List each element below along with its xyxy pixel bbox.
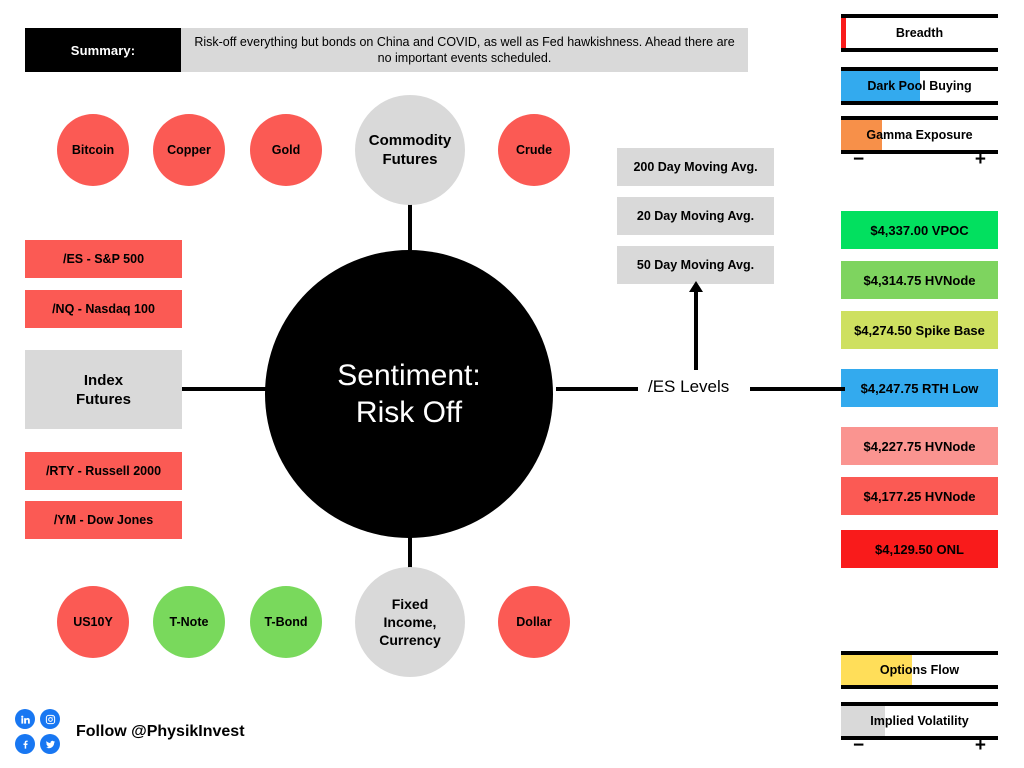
index-future-es-s-p-500: /ES - S&P 500 bbox=[25, 240, 182, 278]
level-chip-4-227-75-hvnode: $4,227.75 HVNode bbox=[841, 427, 998, 465]
hub-commodity-line2: Futures bbox=[382, 151, 438, 168]
gauge-polarity-scale: −+ bbox=[841, 149, 998, 171]
minus-icon: − bbox=[853, 149, 865, 170]
connector-es-levels-to-moving-averages bbox=[694, 290, 698, 370]
hub-fixed-income-currency: Fixed Income, Currency bbox=[355, 567, 465, 677]
gauge-fill-dark-pool-buying bbox=[841, 71, 920, 101]
gauge-gamma-exposure[interactable]: Gamma Exposure bbox=[841, 116, 998, 154]
gauge-dark-pool-buying[interactable]: Dark Pool Buying bbox=[841, 67, 998, 105]
hub-index-line2: Futures bbox=[75, 390, 131, 408]
level-chip-4-177-25-hvnode: $4,177.25 HVNode bbox=[841, 477, 998, 515]
summary-text: Risk-off everything but bonds on China a… bbox=[181, 28, 748, 72]
asset-bubble-gold: Gold bbox=[250, 114, 322, 186]
hub-commodity-futures: Commodity Futures bbox=[355, 95, 465, 205]
connector-center-to-es-levels bbox=[556, 387, 638, 391]
social-links[interactable] bbox=[15, 709, 61, 755]
summary-bar: Summary: Risk-off everything but bonds o… bbox=[25, 28, 748, 72]
plus-icon: + bbox=[974, 149, 986, 170]
gauge-label-gamma-exposure: Gamma Exposure bbox=[866, 128, 973, 142]
facebook-icon[interactable] bbox=[15, 734, 35, 754]
summary-label: Summary: bbox=[25, 28, 181, 72]
level-chip-4-274-50-spike-base: $4,274.50 Spike Base bbox=[841, 311, 998, 349]
gauge-implied-volatility[interactable]: Implied Volatility bbox=[841, 702, 998, 740]
asset-bubble-crude: Crude bbox=[498, 114, 570, 186]
moving-average-200-day-moving-avg: 200 Day Moving Avg. bbox=[617, 148, 774, 186]
es-levels-label: /ES Levels bbox=[648, 377, 730, 396]
sentiment-center-node: Sentiment: Risk Off bbox=[265, 250, 553, 538]
sentiment-value: Risk Off bbox=[355, 396, 463, 429]
gauge-polarity-scale: −+ bbox=[841, 735, 998, 757]
gauge-fill-gamma-exposure bbox=[841, 120, 882, 150]
linkedin-icon[interactable] bbox=[15, 709, 35, 729]
instagram-icon[interactable] bbox=[40, 709, 60, 729]
gauge-fill-options-flow bbox=[841, 655, 912, 685]
index-future-nq-nasdaq-100: /NQ - Nasdaq 100 bbox=[25, 290, 182, 328]
sentiment-title: Sentiment: bbox=[337, 359, 481, 392]
asset-bubble-t-bond: T-Bond bbox=[250, 586, 322, 658]
gauge-breadth[interactable]: Breadth bbox=[841, 14, 998, 52]
asset-bubble-us10y: US10Y bbox=[57, 586, 129, 658]
asset-bubble-dollar: Dollar bbox=[498, 586, 570, 658]
twitter-icon[interactable] bbox=[40, 734, 60, 754]
hub-index-line1: Index bbox=[83, 371, 124, 389]
moving-average-20-day-moving-avg: 20 Day Moving Avg. bbox=[617, 197, 774, 235]
gauge-label-options-flow: Options Flow bbox=[879, 663, 960, 677]
follow-handle: Follow @PhysikInvest bbox=[76, 723, 245, 740]
index-future-rty-russell-2000: /RTY - Russell 2000 bbox=[25, 452, 182, 490]
plus-icon: + bbox=[974, 735, 986, 756]
level-chip-4-314-75-hvnode: $4,314.75 HVNode bbox=[841, 261, 998, 299]
arrow-up-icon bbox=[689, 281, 703, 292]
gauge-options-flow[interactable]: Options Flow bbox=[841, 651, 998, 689]
connector-es-levels-to-levels bbox=[750, 387, 845, 391]
gauge-label-implied-volatility: Implied Volatility bbox=[870, 714, 969, 728]
hub-fixed-line3: Currency bbox=[379, 632, 441, 648]
connector-index-to-center bbox=[182, 387, 282, 391]
gauge-label-dark-pool-buying: Dark Pool Buying bbox=[867, 79, 972, 93]
hub-fixed-line2: Income, bbox=[383, 614, 437, 630]
asset-bubble-copper: Copper bbox=[153, 114, 225, 186]
index-future-ym-dow-jones: /YM - Dow Jones bbox=[25, 501, 182, 539]
hub-fixed-line1: Fixed bbox=[391, 596, 429, 612]
hub-commodity-line1: Commodity bbox=[368, 132, 452, 149]
asset-bubble-bitcoin: Bitcoin bbox=[57, 114, 129, 186]
level-chip-4-247-75-rth-low: $4,247.75 RTH Low bbox=[841, 369, 998, 407]
moving-average-50-day-moving-avg: 50 Day Moving Avg. bbox=[617, 246, 774, 284]
minus-icon: − bbox=[853, 735, 865, 756]
gauge-fill-breadth bbox=[841, 18, 846, 48]
level-chip-4-129-50-onl: $4,129.50 ONL bbox=[841, 530, 998, 568]
gauge-label-breadth: Breadth bbox=[895, 26, 944, 40]
asset-bubble-t-note: T-Note bbox=[153, 586, 225, 658]
hub-index-futures: Index Futures bbox=[25, 350, 182, 429]
connector-commodity-to-center bbox=[408, 200, 412, 262]
connector-center-to-fixed-income bbox=[408, 528, 412, 578]
gauge-fill-implied-volatility bbox=[841, 706, 885, 736]
level-chip-4-337-00-vpoc: $4,337.00 VPOC bbox=[841, 211, 998, 249]
